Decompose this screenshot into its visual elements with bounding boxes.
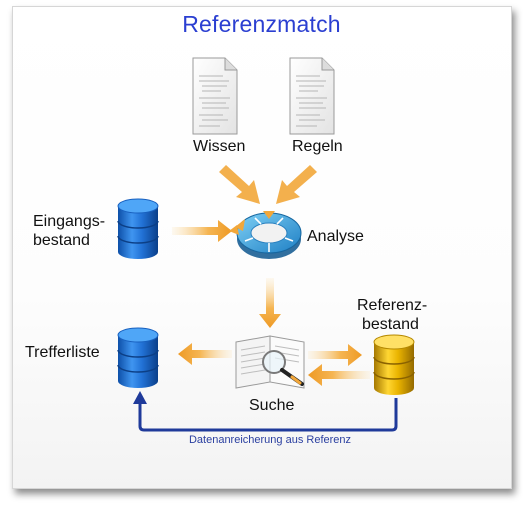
eingangsbestand-label-line2: bestand (33, 232, 90, 249)
referenzbestand-database-icon (373, 334, 415, 395)
analyse-label: Analyse (307, 228, 364, 245)
regeln-document-icon (289, 57, 335, 135)
wissen-label: Wissen (193, 138, 246, 155)
referenz-to-suche-arrow (308, 364, 370, 386)
datenanreicherung-line (138, 398, 398, 432)
suche-magnifier-icon (235, 335, 305, 389)
regeln-to-analyse-arrow (276, 165, 317, 204)
analyse-to-suche-arrow (259, 278, 281, 328)
referenzbestand-label-line2: bestand (362, 316, 419, 333)
suche-label: Suche (249, 397, 295, 414)
eingang-to-analyse-arrow (172, 220, 232, 242)
diagram-title: Referenzmatch (182, 11, 341, 37)
trefferliste-label: Trefferliste (25, 344, 100, 361)
suche-to-referenz-arrow (308, 344, 362, 366)
eingangsbestand-label-line1: Eingangs- (33, 213, 106, 230)
wissen-document-icon (192, 57, 238, 135)
referenzbestand-label-line1: Referenz- (357, 297, 428, 314)
analyse-cycle-icon (229, 211, 302, 259)
datenanreicherung-label: Datenanreicherung aus Referenz (188, 434, 352, 446)
regeln-label: Regeln (292, 138, 343, 155)
wissen-to-analyse-arrow (219, 165, 260, 204)
trefferliste-database-icon (117, 327, 159, 388)
eingangsbestand-database-icon (117, 198, 159, 259)
datenanreicherung-arrowhead (133, 391, 147, 404)
suche-to-treffer-arrow (178, 343, 232, 365)
